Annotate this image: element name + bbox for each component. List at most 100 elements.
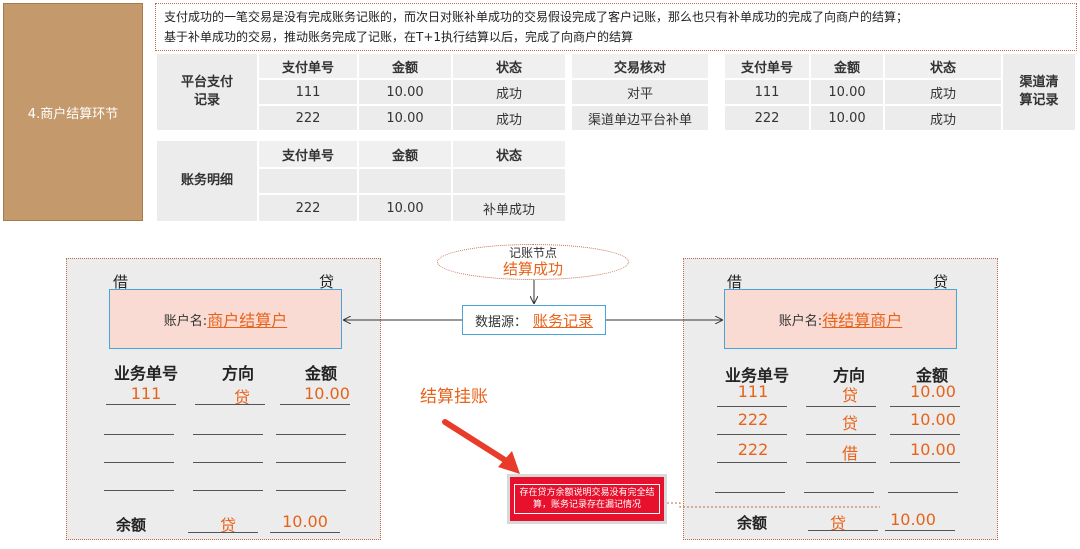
warning-note-text: 存在贷方余额说明交易没有完全结算，账务记录存在漏记情况 — [514, 484, 660, 514]
right-dash — [890, 406, 960, 407]
left-account-name: 商户结算户 — [207, 311, 288, 330]
step-label: 4.商户结算环节 — [3, 3, 143, 221]
data-source-label: 数据源： — [474, 314, 527, 330]
left-dash — [276, 434, 346, 435]
left-dash — [276, 490, 346, 491]
ledger-row2-amount: 10.00 — [359, 195, 451, 221]
left-dash — [106, 404, 176, 405]
right-row1-id: 111 — [737, 382, 769, 401]
description-box: 支付成功的一笔交易是没有完成账务记账的，而次日对账补单成功的交易假设完成了客户记… — [155, 3, 1077, 51]
left-debit-label: 借 — [113, 273, 129, 291]
right-row3-amount: 10.00 — [910, 440, 956, 459]
left-dash — [104, 434, 174, 435]
left-total-underline — [270, 532, 340, 533]
ledger-header-id: 支付单号 — [259, 141, 357, 167]
left-total-direction: 贷 — [219, 516, 236, 535]
right-dash — [888, 492, 958, 493]
hang-red-arrow — [442, 419, 511, 465]
left-header-id: 业务单号 — [113, 364, 178, 383]
right-row2-direction: 贷 — [841, 414, 858, 433]
left-header-amount: 金额 — [304, 364, 337, 383]
left-dash — [195, 404, 265, 405]
platform-header-amount: 金额 — [359, 54, 451, 78]
note-dotted-connector — [667, 502, 880, 508]
right-header-direction: 方向 — [832, 366, 865, 385]
right-row1-direction: 贷 — [841, 386, 858, 405]
platform-row2-id: 222 — [259, 106, 357, 130]
step-text: 4.商户结算环节 — [27, 106, 119, 122]
ledger-row1-amount — [359, 169, 451, 193]
description-line-1: 支付成功的一笔交易是没有完成账务记账的，而次日对账补单成功的交易假设完成了客户记… — [164, 10, 909, 24]
right-row1-amount: 10.00 — [910, 382, 956, 401]
left-dash — [193, 490, 263, 491]
platform-row2-amount: 10.00 — [359, 106, 451, 130]
left-dash — [193, 434, 263, 435]
left-dash — [104, 462, 174, 463]
right-header-id: 业务单号 — [724, 366, 789, 385]
channel-row1-id: 111 — [725, 80, 809, 104]
ledger-row2-status: 补单成功 — [453, 195, 565, 221]
ledger-row1-id — [259, 169, 357, 193]
right-total-underline — [885, 530, 955, 531]
left-total-label: 余额 — [116, 516, 147, 534]
right-dash — [715, 492, 785, 493]
channel-records-label: 渠道清 算记录 — [1003, 54, 1075, 130]
bookkeeping-node-title: 记账节点 — [508, 246, 557, 260]
right-credit-label: 贷 — [933, 273, 949, 291]
reconciliation-header: 交易核对 — [572, 54, 708, 78]
left-row1-id: 111 — [130, 384, 162, 403]
ledger-detail-label: 账务明细 — [157, 141, 257, 221]
warning-note-box: 存在贷方余额说明交易没有完全结算，账务记录存在漏记情况 — [507, 474, 667, 524]
channel-header-id: 支付单号 — [725, 54, 809, 78]
right-debit-label: 借 — [727, 273, 743, 291]
platform-header-status: 状态 — [453, 54, 565, 78]
reconciliation-row2: 渠道单边平台补单 — [572, 106, 708, 130]
left-dash — [276, 462, 346, 463]
left-account-box: 账户名: 商户结算户 — [109, 289, 342, 349]
ledger-row2-id: 222 — [259, 195, 357, 221]
right-account-label: 账户名: — [778, 313, 823, 329]
platform-row1-id: 111 — [259, 80, 357, 104]
channel-row2-id: 222 — [725, 106, 809, 130]
reconciliation-table: 交易核对 对平 渠道单边平台补单 — [572, 54, 708, 130]
left-total-underline — [188, 532, 258, 533]
channel-row1-status: 成功 — [885, 80, 1001, 104]
right-total-label: 余额 — [737, 514, 768, 532]
right-total-underline — [808, 530, 878, 531]
left-dash — [104, 490, 174, 491]
right-account-box: 账户名: 待结算商户 — [724, 289, 957, 349]
right-account-name: 待结算商户 — [822, 311, 903, 330]
left-dash — [280, 404, 350, 405]
right-total-direction: 贷 — [829, 514, 846, 533]
platform-records-label-line2: 记录 — [193, 93, 220, 108]
bookkeeping-node-status: 结算成功 — [502, 260, 563, 278]
right-row3-direction: 借 — [841, 444, 858, 463]
channel-records-label-line2: 算记录 — [1019, 93, 1059, 108]
right-dash — [717, 434, 787, 435]
right-total-amount: 10.00 — [890, 510, 936, 529]
right-dash — [890, 434, 960, 435]
right-header-amount: 金额 — [915, 366, 948, 385]
left-account-label: 账户名: — [163, 313, 208, 329]
platform-records-table: 平台支付 记录 支付单号 金额 状态 111 10.00 成功 222 10.0… — [157, 54, 567, 130]
data-source-value: 账务记录 — [533, 311, 594, 330]
channel-header-amount: 金额 — [811, 54, 883, 78]
left-total-amount: 10.00 — [282, 512, 328, 531]
right-dash — [804, 492, 874, 493]
right-dash — [806, 434, 876, 435]
right-dash — [717, 406, 787, 407]
hang-red-arrowhead — [498, 451, 520, 474]
left-row1-amount: 10.00 — [304, 384, 350, 403]
channel-row2-amount: 10.00 — [811, 106, 883, 130]
data-source-box: 数据源： 账务记录 — [462, 305, 606, 335]
channel-row1-amount: 10.00 — [811, 80, 883, 104]
platform-header-id: 支付单号 — [259, 54, 357, 78]
ledger-row1-status — [453, 169, 565, 193]
right-row2-amount: 10.00 — [910, 410, 956, 429]
channel-records-table: 支付单号 金额 状态 111 10.00 成功 222 10.00 成功 渠道清… — [725, 54, 1077, 130]
platform-row2-status: 成功 — [453, 106, 565, 130]
bookkeeping-node-ellipse — [437, 244, 629, 280]
channel-header-status: 状态 — [885, 54, 1001, 78]
platform-records-label: 平台支付 记录 — [157, 54, 257, 130]
